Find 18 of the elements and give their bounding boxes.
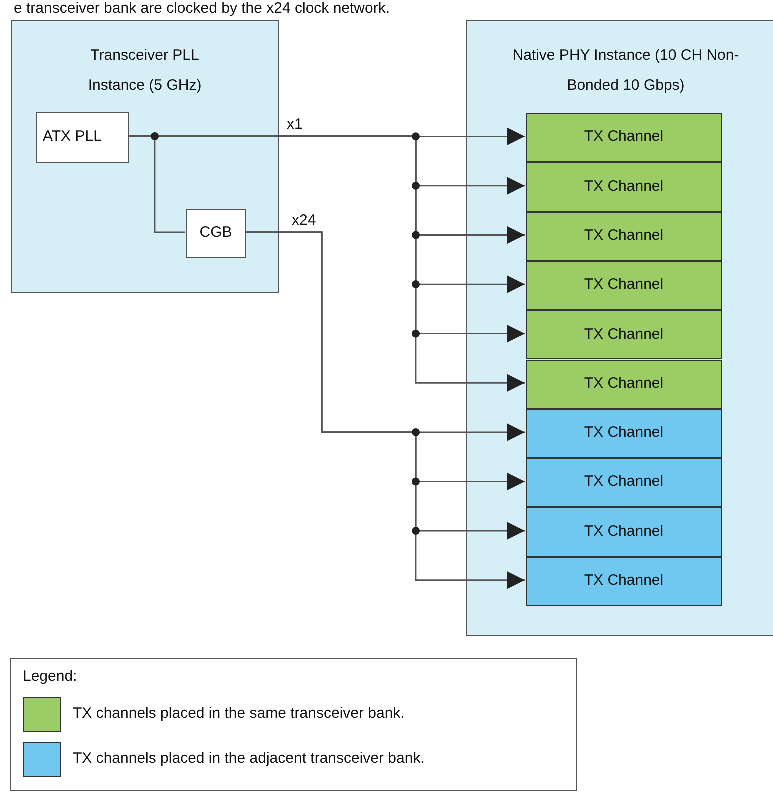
channel-box: TX Channel — [526, 212, 722, 261]
instance-panel: Native PHY Instance (10 CH Non-Bonded 10 Gbps) TX Channel TX Channel TX Channel TX Channel TX Channel TX Channel TX Channel TX Channel TX Channel TX Channel — [466, 20, 773, 636]
block-box: CGB — [186, 209, 246, 258]
legend-title: Legend: — [23, 667, 78, 687]
caption-text: e transceiver bank are clocked by the x24 clock network. — [14, 0, 390, 18]
instance-panel: Transceiver PLL Instance (5 GHz) ATX PLL CGB — [11, 20, 279, 293]
channel-box: TX Channel — [526, 162, 722, 212]
channel-box: TX Channel — [526, 458, 722, 508]
channel-box: TX Channel — [526, 556, 722, 606]
channel-box: TX Channel — [526, 113, 722, 162]
channel-box: TX Channel — [526, 310, 722, 360]
legend-text: TX channels placed in the adjacent transceiver bank. — [73, 749, 425, 770]
channel-box: TX Channel — [526, 507, 722, 557]
channel-box: TX Channel — [526, 408, 722, 458]
channel-box: TX Channel — [526, 260, 722, 310]
block-box: ATX PLL — [36, 112, 129, 163]
legend-text: TX channels placed in the same transceiver bank. — [73, 704, 405, 724]
channel-box: TX Channel — [526, 360, 722, 409]
